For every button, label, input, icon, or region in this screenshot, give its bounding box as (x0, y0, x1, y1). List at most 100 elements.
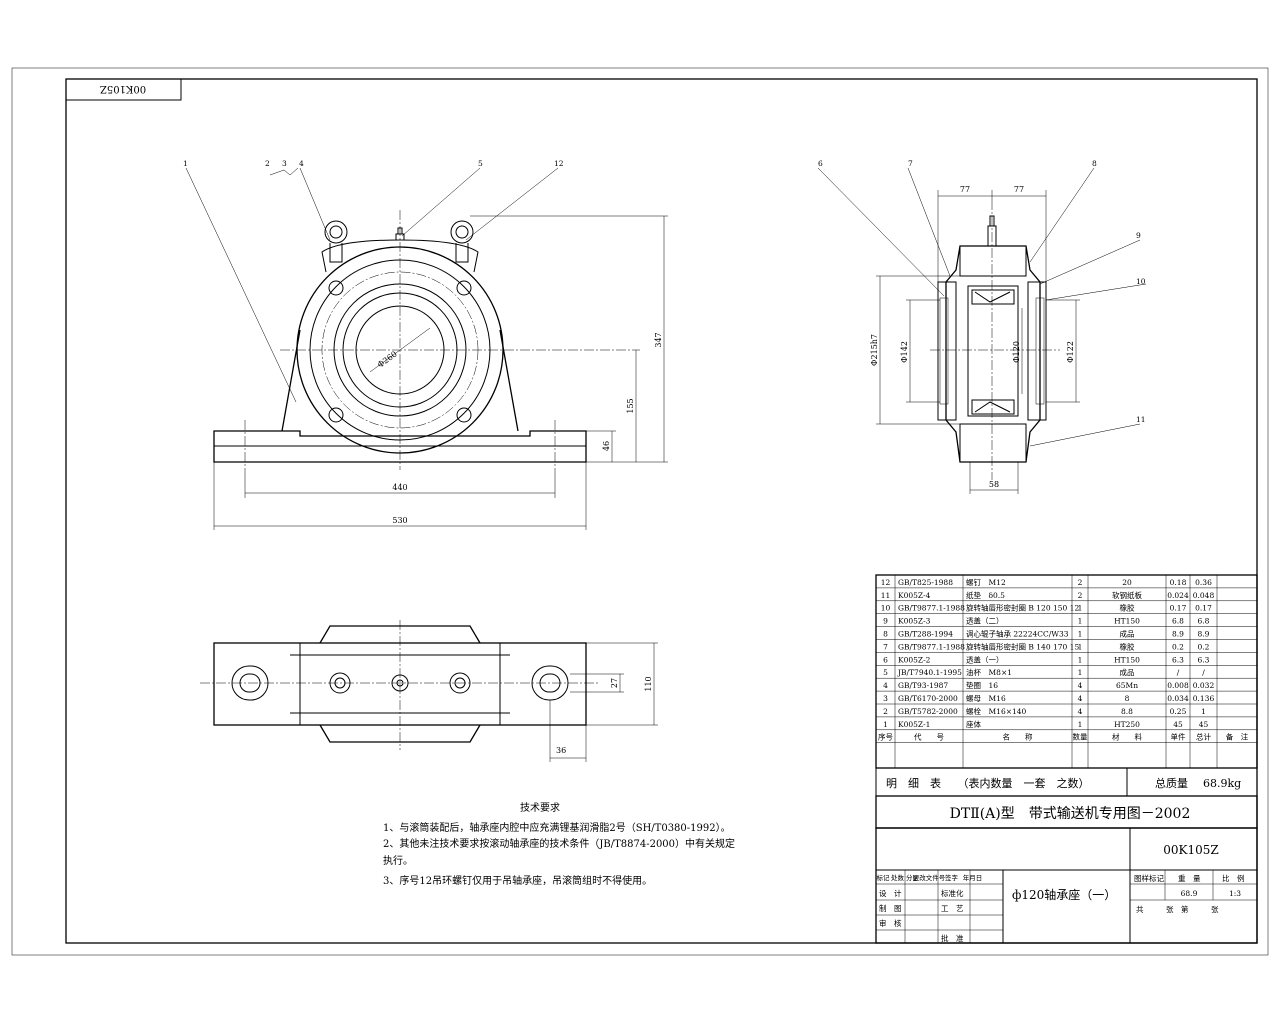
bom-cell-unit: 0.25 (1170, 707, 1187, 716)
bom-cell-mat: 20 (1122, 578, 1132, 587)
front-leader-2: 2 (265, 159, 270, 168)
notes-line-4: 3、序号12吊环螺钉仅用于吊轴承座，吊滚筒组时不得使用。 (383, 874, 652, 887)
bom-cell-unit: 45 (1173, 720, 1183, 729)
bom-cell-mat: 8 (1125, 694, 1130, 703)
dim-77-right: 77 (1014, 185, 1024, 194)
tb-review: 审 核 (879, 918, 902, 928)
bom-cell-qty: 1 (1078, 617, 1083, 626)
bom-cell-total: 0.36 (1195, 578, 1212, 587)
tb-mass: 68.9 (1181, 889, 1198, 898)
dim-120: Φ120 (1012, 341, 1021, 363)
dim-58: 58 (989, 480, 999, 489)
rev-header-cell: 更改文件号 (913, 873, 946, 882)
bom-cell-name: 螺钉 M12 (966, 577, 1006, 587)
dim-46: 46 (602, 441, 611, 451)
bom-cell-unit: 6.8 (1172, 617, 1184, 626)
bom-cell-code: GB/T9877.1-1988 (898, 642, 965, 651)
bom-cell-no: 5 (883, 668, 888, 677)
bom-cell-name: 透盖（二） (966, 616, 1004, 626)
bom-cell-code: GB/T288-1994 (898, 630, 953, 639)
bom-cell-qty: 1 (1078, 630, 1083, 639)
bom-cell-mat: 成品 (1120, 667, 1135, 677)
bom-cell-total: 0.17 (1195, 604, 1212, 613)
dim-347: 347 (654, 332, 663, 347)
dim-530: 530 (392, 516, 407, 525)
tb-sheets: 共 张 第 张 (1136, 904, 1219, 914)
bom-cell-mat: 软钢纸板 (1112, 590, 1142, 600)
bom-cell-code: K005Z-4 (898, 591, 931, 600)
tb-mass-label: 重 量 (1178, 874, 1201, 883)
tb-scale-label: 比 例 (1222, 873, 1245, 883)
bom-cell-name: 座体 (966, 719, 981, 729)
notes-line-3: 执行。 (383, 854, 413, 867)
bom-cell-mat: 橡胶 (1120, 641, 1136, 651)
bom-cell-unit: 0.008 (1167, 681, 1189, 690)
outer-border (11, 67, 1269, 956)
dim-215h7: Φ215h7 (870, 334, 879, 366)
part-name: ф120轴承座（一） (1012, 887, 1116, 902)
bom-cell-no: 6 (883, 655, 888, 664)
tb-stage-label: 图样标记 (1134, 873, 1164, 883)
bom-cell-qty: 2 (1078, 578, 1083, 587)
bom-cell-qty: 1 (1078, 720, 1083, 729)
bom-cell-code: GB/T6170-2000 (898, 694, 958, 703)
bom-cell-code: K005Z-3 (898, 617, 931, 626)
bom-cell-mat: 8.8 (1121, 707, 1133, 716)
bom-cell-qty: 1 (1078, 655, 1083, 664)
bom-cell-unit: 8.9 (1172, 630, 1184, 639)
bom-cell-no: 12 (881, 578, 891, 587)
bom-cell-name: 旋转轴唇形密封圈 B 120 150 12 (966, 603, 1079, 613)
bom-cell-name: 螺母 M16 (966, 693, 1006, 703)
bom-cell-name: 垫圈 16 (966, 680, 998, 690)
bom-cell-code: 代 号 (914, 732, 944, 742)
bom-cell-unit: 0.034 (1167, 694, 1189, 703)
bom-cell-code: GB/T93-1987 (898, 681, 948, 690)
title-main: DTⅡ(A)型 带式输送机专用图－2002 (950, 806, 1191, 822)
bom-cell-total: 总计 (1196, 732, 1212, 742)
bom-cell-qty: 1 (1078, 604, 1083, 613)
front-leader-12: 12 (554, 159, 564, 168)
bom-cell-code: JB/T7940.1-1995 (897, 668, 962, 677)
tb-draw: 制 图 (879, 903, 902, 913)
bom-cell-unit: / (1177, 668, 1180, 677)
dim-155: 155 (626, 398, 635, 413)
bom-list-title: 明 细 表 （表内数量 一套 之数） (886, 776, 1090, 790)
rev-header-cell: 年月日 (963, 873, 983, 882)
title-block: DTⅡ(A)型 带式输送机专用图－2002 00K105Z ф120轴承座（一）… (875, 795, 1258, 944)
rev-header-cell: 处数 (891, 873, 905, 882)
bom-cell-total: 0.048 (1193, 591, 1215, 600)
front-leader-4: 4 (299, 159, 304, 168)
bom-cell-total: / (1202, 668, 1205, 677)
dim-440: 440 (392, 483, 407, 492)
bom-cell-qty: 数量 (1073, 732, 1089, 742)
dim-27: 27 (610, 678, 619, 688)
dim-36: 36 (556, 746, 566, 755)
dim-110: 110 (644, 676, 653, 691)
bom-cell-total: 6.8 (1198, 617, 1210, 626)
tb-scale: 1:3 (1229, 889, 1241, 898)
notes-line-2: 2、其他未注技术要求按滚动轴承座的技术条件（JB/T8874-2000）中有关规… (383, 837, 735, 850)
bom-cell-no: 4 (883, 681, 888, 690)
bom-cell-name: 油杯 M8×1 (966, 667, 1012, 677)
tb-std: 标准化 (941, 888, 964, 898)
bom-cell-total: 0.2 (1198, 642, 1210, 651)
section-leader-11: 11 (1136, 415, 1146, 424)
dim-122: Φ122 (1066, 341, 1075, 363)
bom-cell-name: 透盖（一） (966, 654, 1004, 664)
bom-cell-no: 7 (883, 642, 888, 651)
dim-77-left: 77 (960, 185, 970, 194)
bom-cell-no: 10 (881, 604, 891, 613)
front-view: 1 2 3 4 5 12 440 530 347 155 46 Φ260 (183, 159, 668, 530)
bom-cell-mat: HT150 (1114, 655, 1140, 664)
bom-cell-total: 6.3 (1198, 655, 1210, 664)
section-leader-9: 9 (1136, 231, 1141, 240)
tb-process: 工 艺 (941, 904, 964, 913)
rev-header-cell: 签字 (945, 873, 959, 882)
bom-cell-unit: 0.2 (1172, 642, 1184, 651)
bom-cell-no: 序号 (878, 732, 893, 742)
bom-cell-qty: 4 (1078, 681, 1083, 690)
front-leader-3: 3 (282, 159, 287, 168)
